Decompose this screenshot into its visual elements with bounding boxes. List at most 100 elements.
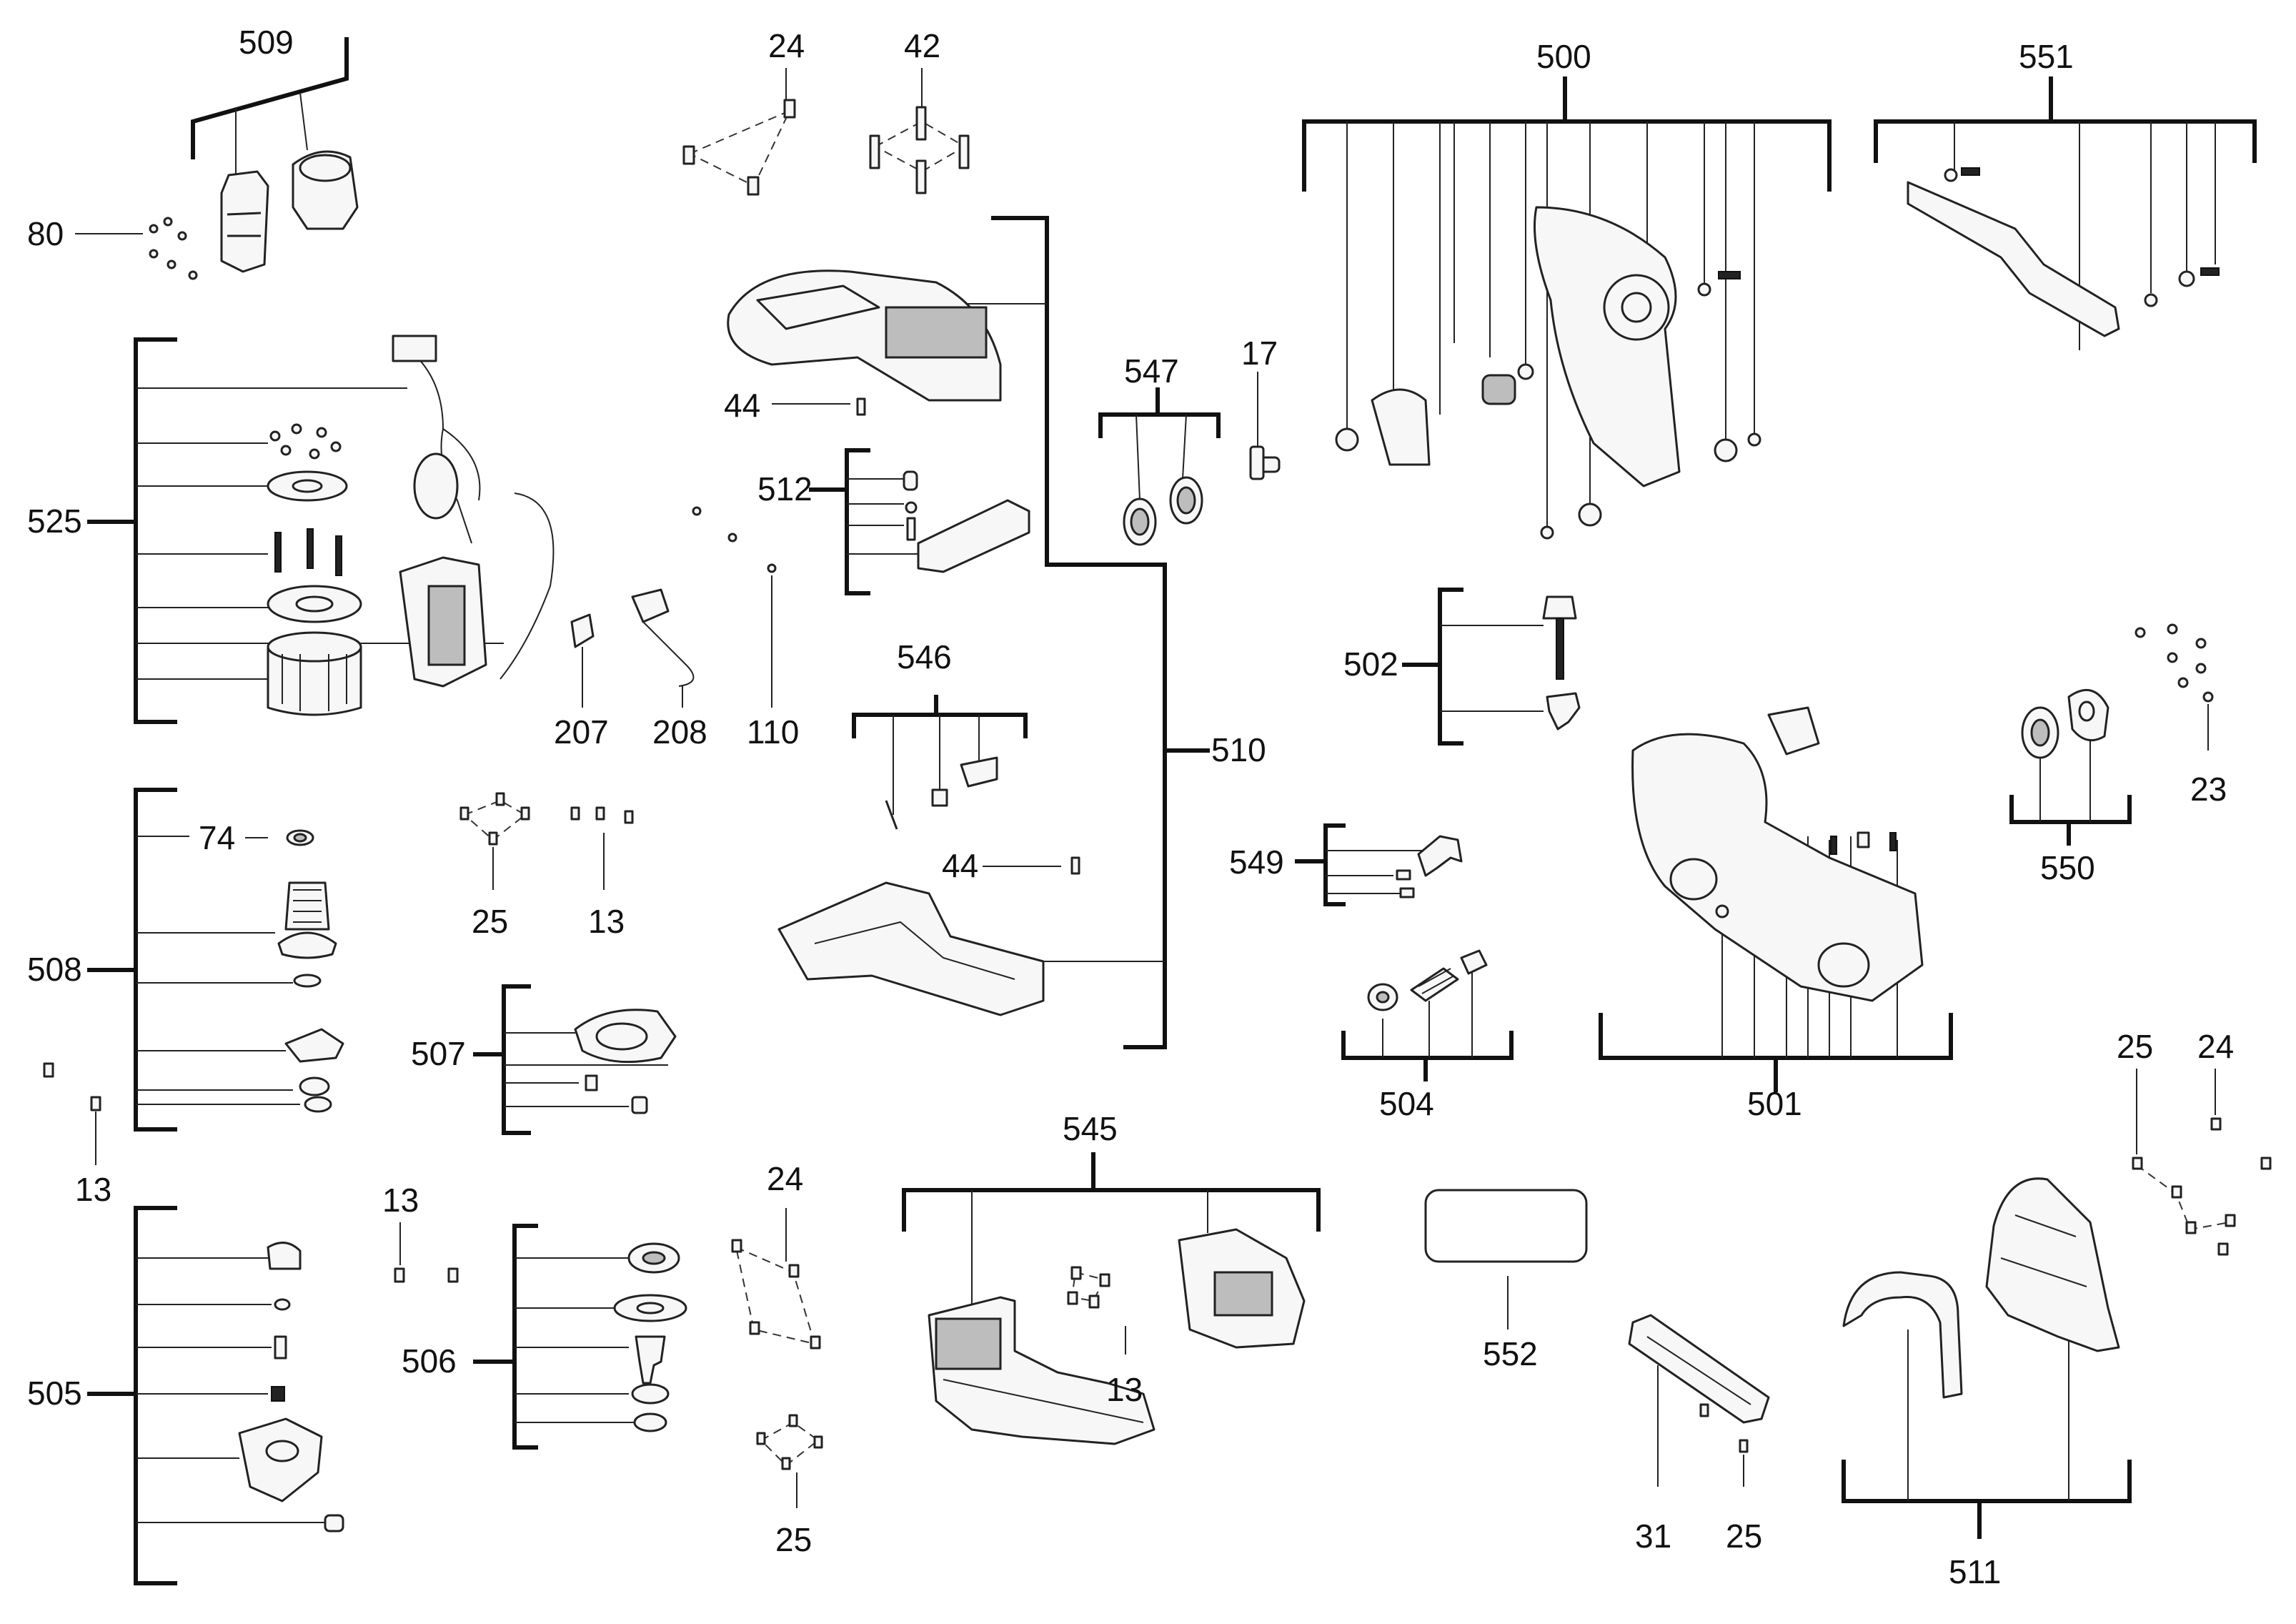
part-549-lever <box>1417 835 1463 877</box>
callout-25-c: 25 <box>1726 1517 1762 1555</box>
callout-13-545: 13 <box>1106 1371 1143 1408</box>
group-546 <box>852 695 1028 830</box>
callout-25-b: 25 <box>775 1521 812 1558</box>
callout-502: 502 <box>1343 645 1398 683</box>
part-44-mid <box>983 856 1080 875</box>
callout-13-a: 13 <box>588 903 625 940</box>
callout-552: 552 <box>1483 1335 1538 1372</box>
callout-545: 545 <box>1063 1110 1118 1147</box>
part-505-cap <box>267 1242 302 1270</box>
part-208 <box>631 588 695 708</box>
screws-23 <box>2135 623 2214 751</box>
part-525-stator <box>267 645 362 716</box>
part-510-bottom-cover <box>777 881 1045 1016</box>
group-511 <box>1842 1177 2132 1539</box>
part-508-armature <box>284 881 330 931</box>
callout-511: 511 <box>1949 1553 2001 1590</box>
part-207 <box>570 613 595 708</box>
part-502-knob <box>1542 595 1577 620</box>
group-506 <box>473 1224 687 1450</box>
group-525 <box>87 335 555 724</box>
group-545 <box>902 1152 1321 1445</box>
callout-510: 510 <box>1211 731 1266 768</box>
callout-24-mid: 24 <box>767 1160 803 1197</box>
callout-550: 550 <box>2040 849 2095 886</box>
group-550 <box>2009 689 2132 846</box>
screws-25-b <box>756 1414 823 1508</box>
group-512 <box>809 448 1030 595</box>
part-500-bracket <box>1371 388 1431 466</box>
callout-551: 551 <box>2019 38 2074 75</box>
callout-509: 509 <box>239 24 294 61</box>
part-504-spindle <box>1410 967 1459 1002</box>
screws-13-left <box>43 1062 101 1165</box>
callout-500: 500 <box>1536 38 1591 75</box>
group-509 <box>191 37 359 273</box>
callout-24-right: 24 <box>2197 1028 2234 1065</box>
part-501-blade-insert <box>1767 706 1820 756</box>
part-501-housing <box>1631 733 1924 1002</box>
callout-24-top: 24 <box>768 27 805 64</box>
part-500-spring <box>1481 374 1516 405</box>
part-512-trigger <box>917 499 1030 573</box>
callout-504: 504 <box>1379 1085 1434 1122</box>
screws-42 <box>869 68 970 194</box>
callout-44-mid: 44 <box>942 847 978 884</box>
part-511-guard <box>1985 1177 2120 1352</box>
callout-42: 42 <box>904 27 940 64</box>
screws-24-25-right <box>2132 1069 2272 1256</box>
callout-525: 525 <box>27 502 82 540</box>
callout-507: 507 <box>411 1035 466 1072</box>
screws-13-a <box>570 806 634 890</box>
callout-506: 506 <box>402 1342 457 1380</box>
callout-207: 207 <box>554 713 609 751</box>
group-502 <box>1402 588 1581 746</box>
callout-110: 110 <box>747 713 799 751</box>
callout-508: 508 <box>27 951 82 988</box>
callout-547: 547 <box>1124 352 1179 390</box>
group-501 <box>1599 706 1953 1092</box>
screws-25-a <box>459 792 530 890</box>
callout-17: 17 <box>1241 335 1278 372</box>
screws-13-b <box>394 1222 459 1283</box>
callout-546: 546 <box>897 638 952 675</box>
callout-549: 549 <box>1229 843 1284 881</box>
screws-24-mid <box>731 1208 821 1350</box>
part-511-handle <box>1842 1271 1963 1399</box>
part-551-bracket <box>1907 181 2120 337</box>
callout-80: 80 <box>27 215 64 252</box>
callout-31: 31 <box>1635 1517 1671 1555</box>
group-80 <box>75 217 198 280</box>
callout-13-left: 13 <box>75 1171 111 1208</box>
callout-512: 512 <box>757 470 812 508</box>
callout-25-right: 25 <box>2117 1028 2153 1065</box>
part-31 <box>1628 1314 1770 1487</box>
group-508 <box>87 788 344 1132</box>
callout-13-b: 13 <box>382 1182 419 1219</box>
callout-25-a: 25 <box>472 903 508 940</box>
group-504 <box>1341 949 1514 1081</box>
group-507 <box>473 984 677 1135</box>
callout-505: 505 <box>27 1375 82 1412</box>
part-110 <box>692 506 777 708</box>
part-502-lever <box>1546 692 1581 731</box>
part-500-guard <box>1534 206 1681 487</box>
group-510 <box>727 216 1210 1049</box>
part-44-top <box>772 397 866 416</box>
group-547 <box>1098 387 1221 546</box>
group-551 <box>1874 76 2257 350</box>
part-506-gear <box>635 1335 666 1385</box>
part-509-housing-left <box>220 170 269 273</box>
part-552-label <box>1424 1189 1588 1330</box>
group-505 <box>87 1206 344 1585</box>
callout-208: 208 <box>652 713 707 751</box>
group-500 <box>1302 76 1832 540</box>
screws-24-top <box>682 68 796 196</box>
callout-23: 23 <box>2190 771 2227 808</box>
callout-501: 501 <box>1747 1085 1802 1122</box>
callout-74: 74 <box>199 819 235 856</box>
screws-25-c <box>1699 1403 1749 1487</box>
group-549 <box>1295 823 1463 906</box>
part-504-nut <box>1460 949 1488 975</box>
